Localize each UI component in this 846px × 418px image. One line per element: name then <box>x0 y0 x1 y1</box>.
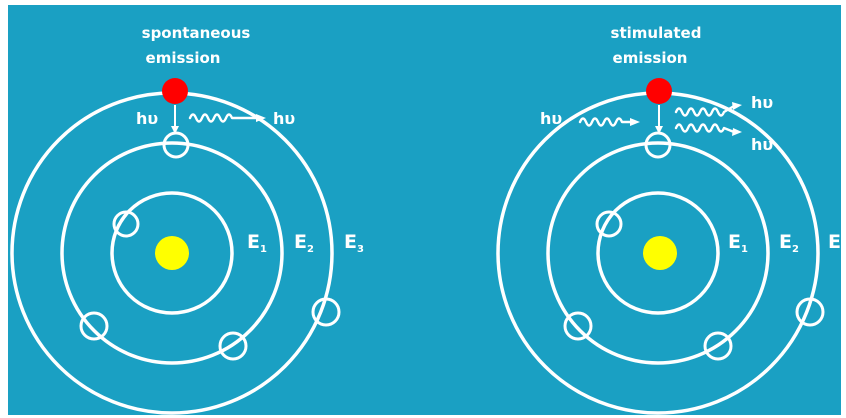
hv-label-incoming: hυ <box>540 109 562 128</box>
background <box>8 5 841 415</box>
hv-label-outgoing-2: hυ <box>751 135 773 154</box>
level-label-e3: E <box>828 231 841 253</box>
excited-electron <box>646 78 672 104</box>
stimulated-title-line2: emission <box>613 49 688 67</box>
hv-label-transition: hυ <box>136 109 158 128</box>
hv-label-emitted: hυ <box>273 109 295 128</box>
spontaneous-title-line2: emission <box>146 49 221 67</box>
nucleus <box>643 236 677 270</box>
hv-label-outgoing-1: hυ <box>751 93 773 112</box>
spontaneous-title-line1: spontaneous <box>142 24 251 42</box>
excited-electron <box>162 78 188 104</box>
stimulated-title-line1: stimulated <box>611 24 702 42</box>
nucleus <box>155 236 189 270</box>
